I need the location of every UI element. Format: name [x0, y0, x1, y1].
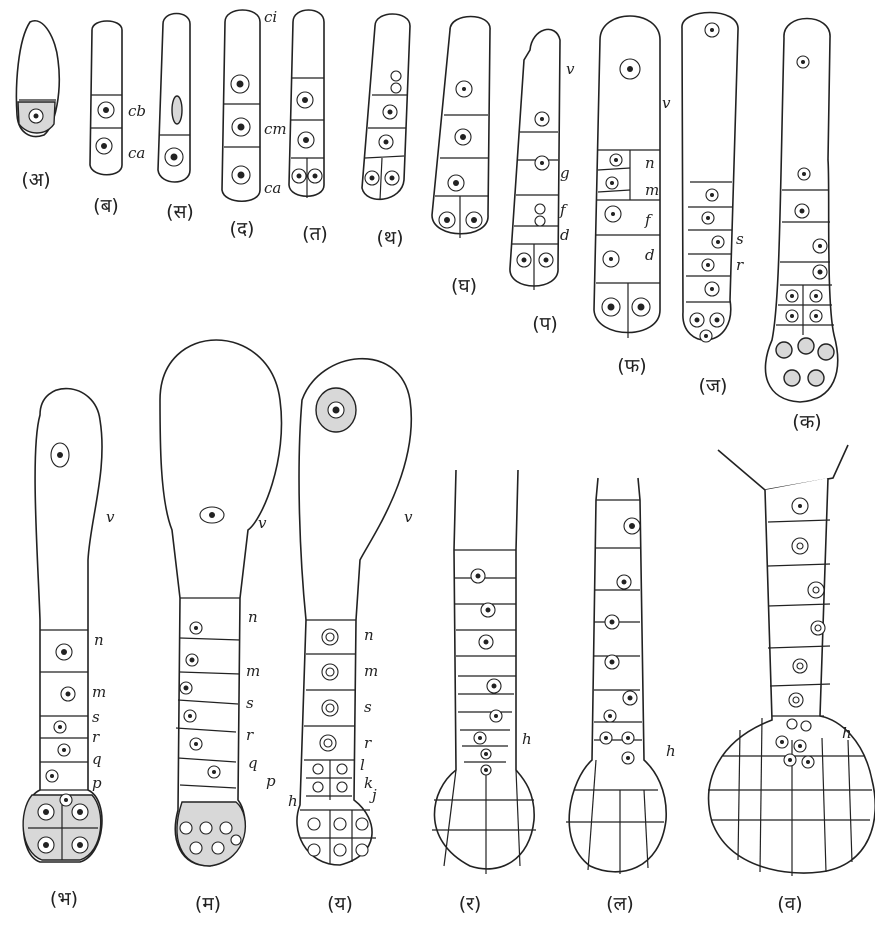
panel-q-label: (व) [777, 893, 802, 915]
panel-m-label: (म) [195, 893, 221, 915]
panel-b-cell-label-ca: ca [128, 144, 145, 162]
panel-i-cell-label-m: m [645, 181, 659, 199]
panel-o-label: (र) [459, 893, 482, 915]
panel-n-cell-label-v: v [404, 508, 413, 526]
panel-d: ci cm ca (द) [222, 8, 287, 240]
panel-b-label: (ब) [93, 195, 119, 217]
panel-d-label: (द) [230, 218, 255, 240]
panel-i: v n m f d (ज) (फ) [594, 16, 671, 377]
panel-k-label: (क) [792, 411, 821, 433]
panel-h-cell-label-d: d [560, 226, 570, 244]
panel-p-label: (ल) [606, 893, 634, 915]
panel-l-cell-label-v: v [106, 508, 115, 526]
panel-i-cell-label-v: v [662, 94, 671, 112]
panel-h-cell-label-g: g [560, 164, 570, 182]
panel-i-cell-label-n: n [645, 154, 655, 172]
panel-g-label: (घ) [451, 275, 477, 297]
panel-i-label-text: (फ) [617, 355, 646, 377]
panel-h-label: (प) [532, 313, 558, 335]
panel-a-label: (अ) [21, 169, 50, 191]
panel-l-cell-label-p: p [92, 774, 102, 792]
panel-j-label: (ज) [699, 375, 728, 397]
panel-l-cell-label-s: s [92, 708, 100, 726]
panel-l: v n m s r q p (भ) [23, 389, 115, 910]
panel-q: h (व) [708, 445, 875, 915]
panel-d-cell-label-cm: cm [264, 120, 287, 138]
panel-m-cell-label-n: n [248, 608, 258, 626]
panel-n-cell-label-s: s [364, 698, 372, 716]
panel-n-cell-label-n: n [364, 626, 374, 644]
panel-l-label: (भ) [50, 888, 78, 910]
panel-k: (क) [765, 19, 837, 434]
panel-q-cell-label-h: h [842, 724, 852, 742]
panel-j: s r (ज) [682, 13, 744, 398]
panel-m-cell-label-s: s [246, 694, 254, 712]
panel-n-cell-label-h: h [288, 792, 298, 810]
panel-l-cell-label-r: r [92, 728, 100, 746]
panel-m-cell-label-v: v [258, 514, 267, 532]
panel-m: v n m s r q p (म) [160, 340, 281, 915]
panel-h-cell-label-v: v [566, 60, 575, 78]
panel-p: h (ल) [566, 478, 676, 915]
panel-j-cell-label-r: r [736, 256, 744, 274]
panel-n: v n m s r l k j h (य) [288, 359, 413, 915]
panel-g: (घ) [432, 17, 490, 298]
panel-f-label: (थ) [377, 227, 404, 249]
panel-i-cell-label-d: d [645, 246, 655, 264]
panel-n-cell-label-r: r [364, 734, 372, 752]
panel-m-cell-label-r: r [246, 726, 254, 744]
panel-n-cell-label-m: m [364, 662, 378, 680]
panel-l-cell-label-m: m [92, 683, 106, 701]
panel-j-cell-label-s: s [736, 230, 744, 248]
panel-o: h (र) [432, 470, 536, 915]
panel-m-cell-label-m: m [246, 662, 260, 680]
panel-l-cell-label-n: n [94, 631, 104, 649]
panel-d-cell-label-ca: ca [264, 179, 281, 197]
panel-b-cell-label-cb: cb [128, 102, 146, 120]
panel-m-cell-label-q: q [248, 754, 258, 772]
panel-h-cell-label-f: f [559, 201, 568, 219]
panel-l-cell-label-q: q [92, 750, 102, 768]
panel-n-label: (य) [327, 893, 353, 915]
panel-m-cell-label-p: p [266, 772, 276, 790]
panel-b: cb ca (ब) [90, 21, 146, 217]
panel-f: (थ) [362, 14, 410, 249]
panel-d-cell-label-ci: ci [264, 8, 277, 26]
panel-c-label: (स) [166, 201, 194, 223]
panel-c: (स) [158, 14, 194, 224]
panel-e: (त) [289, 10, 328, 245]
panel-p-cell-label-h: h [666, 742, 676, 760]
panel-h: v g f d (प) [510, 29, 575, 335]
panel-a: (अ) [16, 21, 59, 191]
panel-n-cell-label-l: l [360, 756, 365, 774]
panel-o-cell-label-h: h [522, 730, 532, 748]
panel-e-label: (त) [302, 223, 328, 245]
